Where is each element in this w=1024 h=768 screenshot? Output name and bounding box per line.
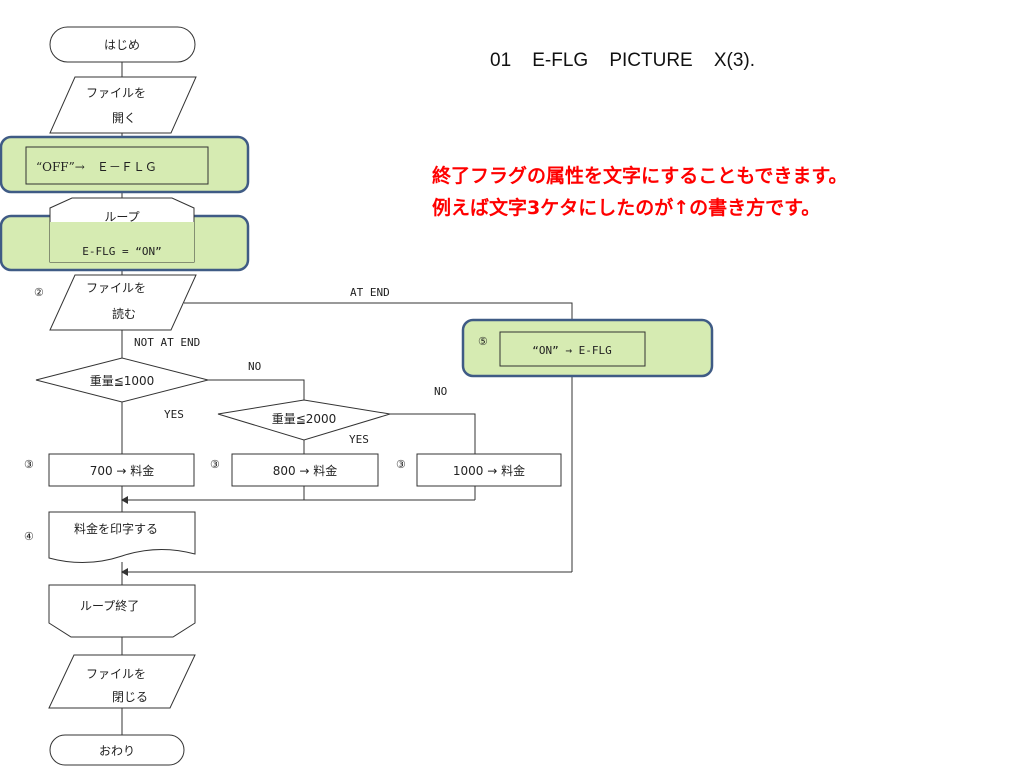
set-flag-process xyxy=(499,331,646,367)
read-file-label-2: 読む xyxy=(112,306,136,321)
decision-2-label: 重量≦2000 xyxy=(272,412,337,426)
start-label: はじめ xyxy=(104,38,140,52)
loop-end-shape xyxy=(48,584,196,638)
step-marker-5: ⑤ xyxy=(478,335,488,348)
init-flag-label: “OFF”→ Ｅ－ＦＬＧ xyxy=(36,160,157,174)
note-line-2: 例えば文字3ケタにしたのが↑の書き方です。 xyxy=(432,197,821,219)
step-marker-3a: ③ xyxy=(24,458,34,471)
connector-lines xyxy=(121,62,573,735)
print-fee-label: 料金を印字する xyxy=(74,521,158,536)
close-file-label-2: 閉じる xyxy=(112,690,148,704)
decision-1-no-label: NO xyxy=(248,360,261,373)
arrow-merge-1 xyxy=(121,496,128,504)
open-file-label-1: ファイルを xyxy=(86,86,146,100)
fee-800-label: 800 → 料金 xyxy=(273,463,338,478)
decision-1-label: 重量≦1000 xyxy=(90,374,155,388)
fee-1000-process xyxy=(416,453,562,487)
arrowheads xyxy=(121,496,128,576)
loop-condition-fill xyxy=(50,222,194,262)
loop-label: ループ xyxy=(104,210,139,224)
decision-2-no-label: NO xyxy=(434,385,447,398)
step-marker-2: ② xyxy=(34,286,44,299)
fee-1000-label: 1000 → 料金 xyxy=(453,463,525,478)
decision-weight-1000 xyxy=(35,357,209,403)
close-file-label-1: ファイルを xyxy=(86,667,146,681)
decision-weight-2000 xyxy=(217,399,391,441)
loop-end-label: ループ終了 xyxy=(80,598,139,613)
end-label: おわり xyxy=(99,744,135,758)
read-file-io xyxy=(49,274,197,331)
fee-800-process xyxy=(231,453,379,487)
fee-700-label: 700 → 料金 xyxy=(90,463,155,478)
fee-700-process xyxy=(48,453,195,487)
start-terminal xyxy=(49,26,196,63)
open-file-io xyxy=(49,76,197,134)
close-file-io xyxy=(48,654,196,709)
note-line-1: 終了フラグの属性を文字にすることもできます。 xyxy=(432,165,848,187)
step-marker-4: ④ xyxy=(24,530,34,543)
explanation-note: 終了フラグの属性を文字にすることもできます。 例えば文字3ケタにしたのが↑の書き… xyxy=(432,160,848,224)
arrow-merge-2 xyxy=(121,568,128,576)
not-at-end-label: NOT AT END xyxy=(134,336,200,349)
print-fee-document xyxy=(48,511,196,564)
step-marker-3b: ③ xyxy=(210,458,220,471)
end-terminal xyxy=(49,734,185,766)
open-file-label-2: 開く xyxy=(112,111,136,125)
cobol-code-line: 01 E-FLG PICTURE X(3). xyxy=(490,50,755,71)
decision-1-yes-label: YES xyxy=(164,408,184,421)
init-flag-process xyxy=(25,146,209,185)
set-flag-label: “ON” → E-FLG xyxy=(532,344,611,357)
step-marker-3c: ③ xyxy=(396,458,406,471)
loop-condition-label: E-FLG = “ON” xyxy=(82,245,161,258)
decision-2-yes-label: YES xyxy=(349,433,369,446)
read-file-label-1: ファイルを xyxy=(86,281,146,295)
at-end-label: AT END xyxy=(350,286,390,299)
